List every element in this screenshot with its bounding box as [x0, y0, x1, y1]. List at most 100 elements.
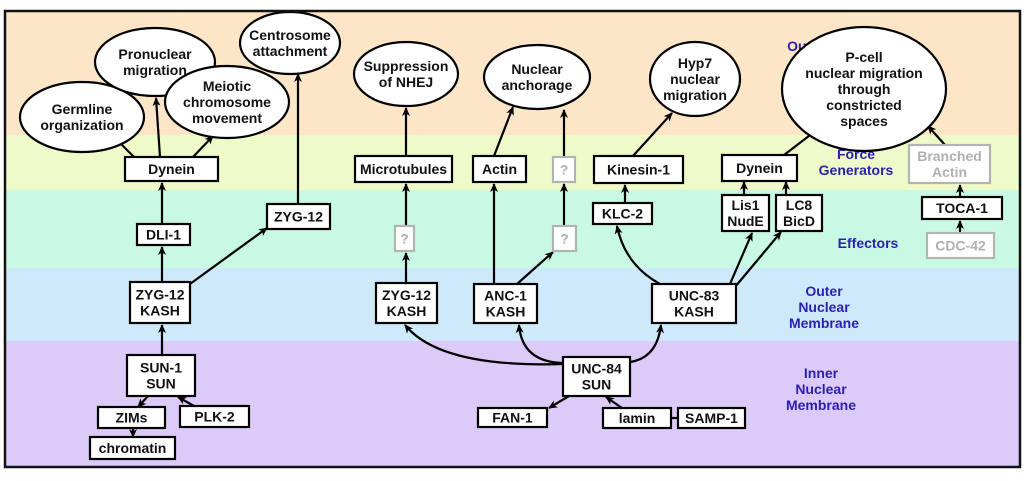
- node-kinesin1: Kinesin-1: [592, 154, 685, 185]
- node-box: [601, 406, 673, 430]
- node-box: [561, 355, 632, 398]
- edge-actin-anchorage: [492, 106, 515, 157]
- node-box: [920, 195, 1004, 221]
- node-zims: ZIMs: [96, 405, 167, 430]
- node-dli1: DLI-1: [135, 222, 192, 247]
- node-cdc42: CDC-42: [925, 231, 996, 260]
- node-box: [472, 282, 539, 325]
- output-ellipse: [163, 64, 291, 140]
- node-label: Kinesin-1: [607, 162, 670, 178]
- edges-layer: [109, 73, 964, 438]
- node-box: [265, 202, 332, 231]
- output-ellipse: [352, 40, 460, 108]
- node-lamin: lamin: [601, 406, 673, 430]
- node-box: [476, 406, 549, 429]
- edge-dynein1-pronuclear: [152, 97, 162, 158]
- node-label: Actin: [482, 161, 517, 177]
- node-microtubules: Microtubules: [353, 154, 454, 184]
- edge-unc83-lis1: [728, 232, 754, 285]
- node-box: [676, 406, 747, 430]
- node-label: TOCA-1: [936, 200, 988, 216]
- output-ellipse: [18, 80, 146, 154]
- node-box: [374, 281, 439, 325]
- edge-dynein1-meiotic: [192, 135, 214, 158]
- node-box: [774, 193, 824, 233]
- edge-unc83-klc2: [614, 225, 661, 285]
- edge-anc1-q3: [516, 251, 554, 285]
- node-label: ZIMs: [116, 410, 148, 426]
- node-box: [551, 155, 577, 184]
- node-box: [720, 193, 771, 233]
- edge-plk2-sun1: [177, 396, 195, 407]
- node-q2: ?: [551, 155, 577, 184]
- node-samp1: SAMP-1: [676, 406, 747, 430]
- edge-sun1-zims: [137, 395, 149, 408]
- node-label: ?: [560, 162, 569, 178]
- node-box: [128, 280, 192, 325]
- node-label: Microtubules: [360, 161, 447, 177]
- node-q1: ?: [393, 224, 416, 253]
- node-zyg12: ZYG-12: [265, 202, 332, 231]
- node-box: [925, 231, 996, 260]
- node-label: DLI-1: [146, 227, 181, 243]
- node-label: chromatin: [99, 440, 167, 456]
- node-box: [471, 154, 528, 184]
- edge-kinesin1-hyp7: [632, 112, 673, 157]
- node-plk2: PLK-2: [178, 404, 251, 429]
- edge-unc84-fan1: [548, 395, 570, 409]
- node-q3: ?: [551, 224, 578, 253]
- edge-unc83-lc8: [734, 231, 782, 288]
- node-box: [353, 154, 454, 184]
- node-label: ?: [400, 231, 409, 247]
- edge-unc84-zyg12kash2: [404, 324, 564, 366]
- output-ellipse: [648, 40, 742, 118]
- node-box: [720, 153, 799, 183]
- node-box: [125, 353, 197, 398]
- node-dynein2: Dynein: [720, 153, 799, 183]
- node-label: lamin: [619, 410, 656, 426]
- edge-unc84-unc83: [629, 324, 665, 364]
- node-label: ?: [560, 231, 569, 247]
- edge-unc84-anc1: [515, 324, 564, 365]
- node-label: Dynein: [736, 160, 783, 176]
- node-dynein1: Dynein: [123, 155, 220, 183]
- node-klc2: KLC-2: [591, 201, 654, 226]
- node-box: [88, 435, 177, 461]
- node-box: [650, 282, 738, 325]
- node-label: PLK-2: [194, 409, 235, 425]
- node-label: SAMP-1: [685, 410, 738, 426]
- node-box: [96, 405, 167, 430]
- diagram-frame: [3, 9, 1022, 469]
- edge-zyg12kash1-zyg12: [189, 227, 268, 285]
- node-chromatin: chromatin: [88, 435, 177, 461]
- node-box: [592, 154, 685, 185]
